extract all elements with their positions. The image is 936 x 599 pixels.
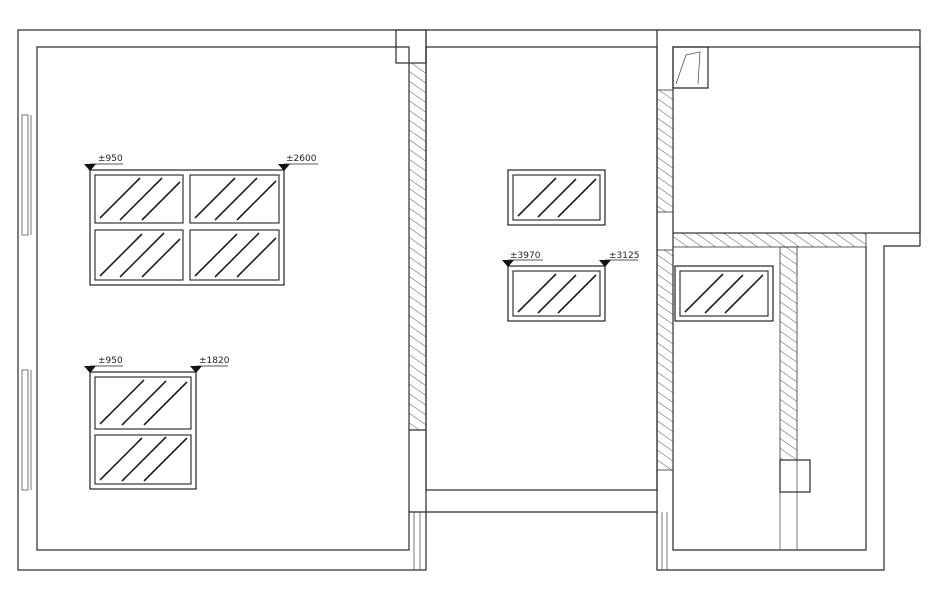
window-grid-large (89, 169, 285, 286)
partition-column (779, 459, 811, 493)
fixture-inner (675, 51, 701, 85)
elevation-label: ±3125 (609, 251, 639, 261)
elevation-label: ±950 (98, 154, 123, 164)
hatched-wall-left-middle (408, 62, 427, 431)
right-room-outer-wall (657, 29, 921, 246)
elevation-marks: ±950 ±2600 ±950 ±1820 ±3970 (84, 154, 639, 373)
elevation-label: ±3970 (510, 251, 541, 261)
left-room-outer-wall (17, 29, 427, 571)
window-middle-top (507, 169, 606, 226)
elevation-mark-w1-left: ±950 (84, 154, 123, 171)
left-wall-opening-top (21, 114, 29, 236)
windows (89, 169, 774, 490)
elevation-mark-w4-left: ±3970 (502, 251, 543, 267)
elevation-label: ±2600 (286, 154, 317, 164)
elevation-mark-w1-right: ±2600 (278, 154, 318, 171)
left-wall-opening-bottom (21, 369, 29, 491)
hatched-wall-middle-right-lower (656, 249, 674, 471)
elevation-mark-w2-right: ±1820 (190, 356, 230, 373)
hatched-wall-middle-right-upper (656, 89, 674, 213)
window-middle-bottom (507, 265, 606, 322)
hatched-wall-right-lower (779, 246, 798, 461)
hatched-wall-horizontal (672, 232, 867, 248)
elevation-label: ±1820 (199, 356, 230, 366)
right-lower-room-outer-wall (656, 245, 920, 571)
window-grid-small (89, 371, 197, 490)
elevation-mark-w4-right: ±3125 (599, 251, 639, 267)
fixture-box (672, 46, 709, 89)
window-right (674, 265, 774, 322)
right-upper-room-inner-wall (672, 46, 921, 234)
elevation-mark-w2-left: ±950 (84, 356, 123, 373)
elevation-label: ±950 (98, 356, 123, 366)
hatched-walls (408, 62, 867, 471)
